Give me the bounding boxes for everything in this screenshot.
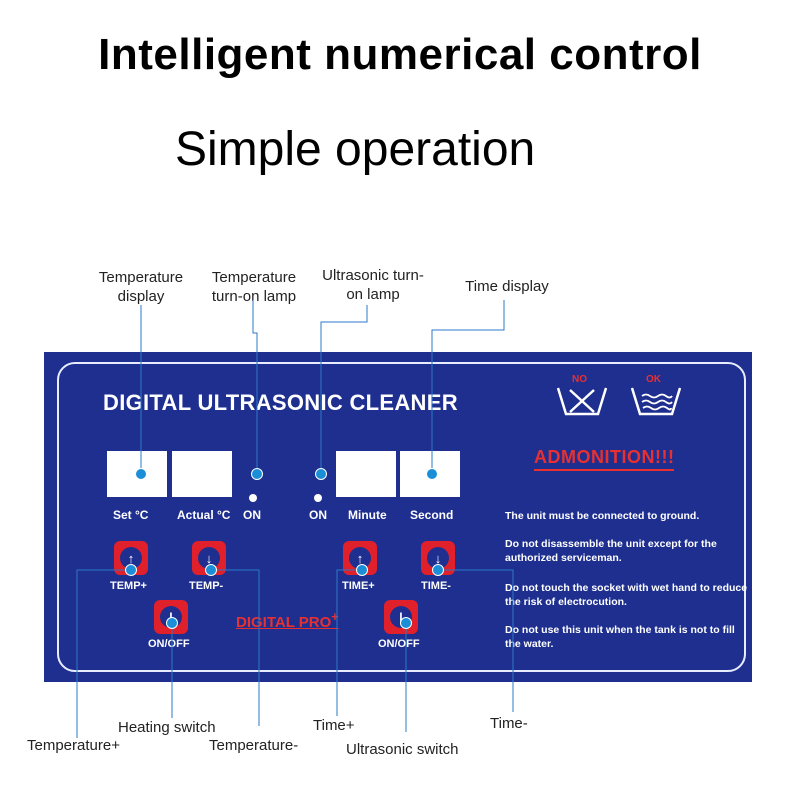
annotation-temperature-lamp: Temperature turn-on lamp [211,269,297,305]
ultrasonic-lamp-marker [315,468,327,480]
ultrasonic-switch-label: ON/OFF [378,638,420,650]
arrow-down-icon: ↓ [198,547,220,569]
heating-switch-label: ON/OFF [148,638,190,650]
heating-switch-marker [166,617,178,629]
ok-label: OK [646,374,661,385]
minute-display [336,451,396,497]
actual-temperature-label: Actual °C [177,508,231,522]
warning-water: Do not use this unit when the tank is no… [505,624,735,650]
temperature-lamp [249,494,257,502]
arrow-up-icon: ↑ [349,547,371,569]
warning-disassemble: Do not disassemble the unit except for t… [505,538,717,564]
arrow-up-icon: ↑ [120,547,142,569]
temp-plus-marker [125,564,137,576]
panel-title: DIGITAL ULTRASONIC CLEANER [103,390,458,415]
temperature-lamp-label: ON [243,508,261,522]
temp-minus-label: TEMP- [189,580,224,592]
no-wash-icon: NO [554,374,610,420]
brand-sup: + [331,610,339,624]
annotation-ultrasonic-switch: Ultrasonic switch [346,741,459,758]
ultrasonic-lamp-label: ON [309,508,327,522]
minute-label: Minute [348,508,387,522]
annotation-heating-switch: Heating switch [118,719,216,736]
ultrasonic-lamp [314,494,322,502]
ultrasonic-switch-button[interactable]: | [384,600,418,634]
annotation-temperature-minus: Temperature- [209,737,299,754]
ultrasonic-switch-marker [400,617,412,629]
admonition-heading: ADMONITION!!! [534,447,675,471]
brand-logo: DIGITAL PRO+ [236,610,339,631]
time-minus-label: TIME- [421,580,451,592]
annotation-time-minus: Time- [490,715,528,732]
brand-text: DIGITAL PRO [236,614,332,631]
actual-temperature-display [172,451,232,497]
no-label: NO [572,374,587,385]
warning-wet-hand: Do not touch the socket with wet hand to… [505,582,748,608]
time-plus-marker [356,564,368,576]
temperature-lamp-marker [251,468,263,480]
time-display-marker [426,468,438,480]
warning-ground: The unit must be connected to ground. [505,510,700,522]
set-temperature-label: Set °C [113,508,149,522]
subheadline: Simple operation [175,123,536,176]
annotation-temperature-display: Temperature display [98,269,184,305]
annotation-time-display: Time display [465,278,549,295]
annotation-time-plus: Time+ [313,717,355,734]
time-minus-marker [432,564,444,576]
temp-minus-button[interactable]: ↓ [192,541,226,575]
ok-wash-icon: OK [628,374,684,420]
headline: Intelligent numerical control [98,30,702,79]
annotation-temperature-plus: Temperature+ [27,737,120,754]
second-label: Second [410,508,454,522]
annotation-ultrasonic-lamp: Ultrasonic turn-on lamp [322,267,424,303]
temp-plus-label: TEMP+ [110,580,147,592]
arrow-down-icon: ↓ [427,547,449,569]
temperature-display-marker [135,468,147,480]
panel-frame [57,362,746,672]
temp-plus-button[interactable]: ↑ [114,541,148,575]
time-plus-label: TIME+ [342,580,375,592]
temp-minus-marker [205,564,217,576]
